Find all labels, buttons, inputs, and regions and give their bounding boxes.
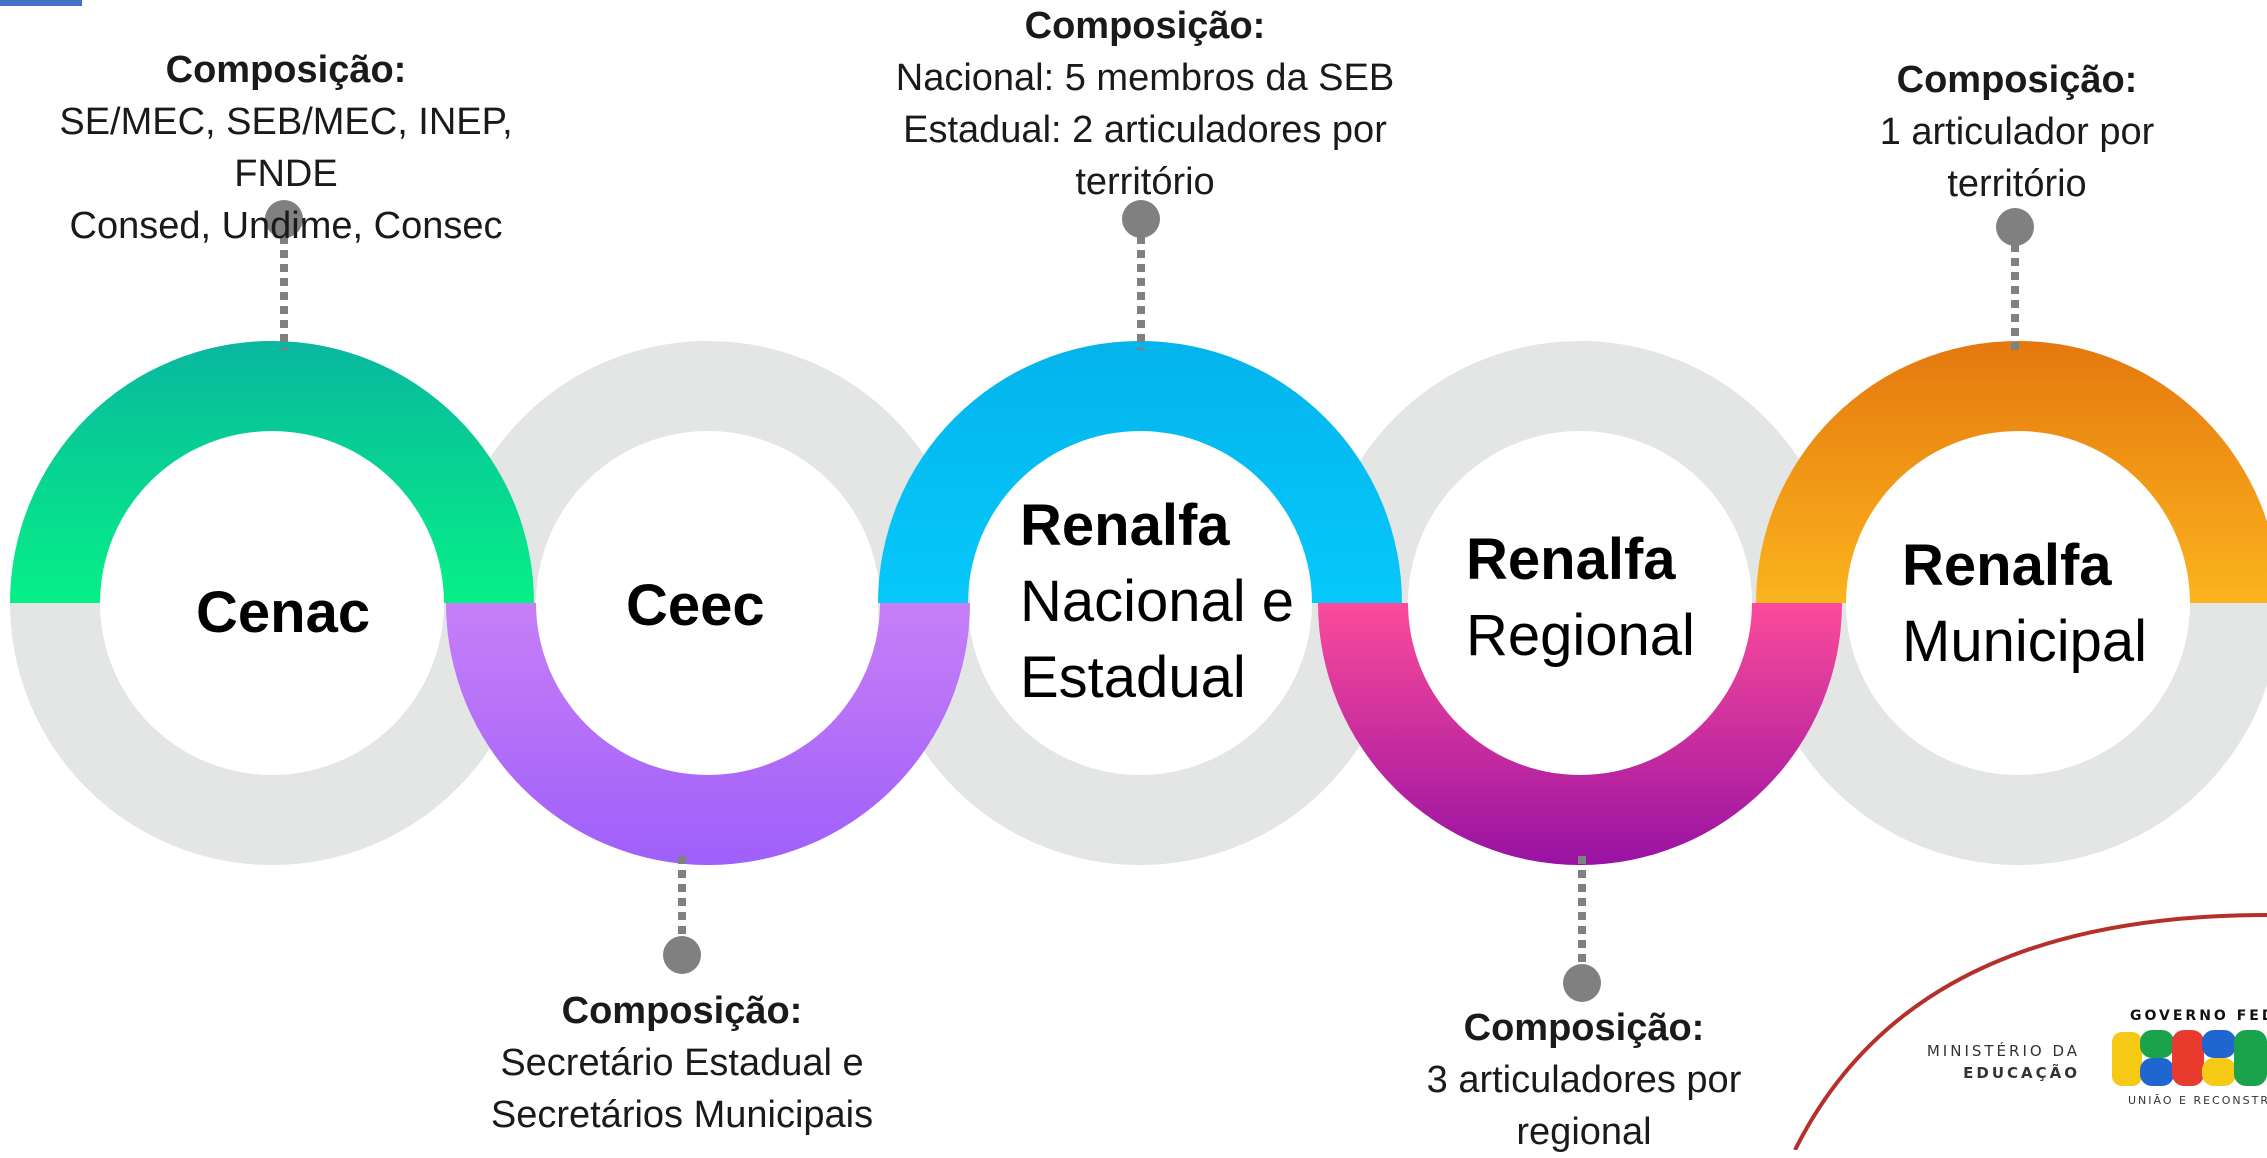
arc-ceec <box>446 603 970 865</box>
composition-cenac: Composição: SE/MEC, SEB/MEC, INEP, FNDE … <box>28 44 544 252</box>
composition-heading: Composição: <box>1463 1007 1705 1049</box>
arc-renalfa-nacional <box>878 341 1402 603</box>
ministerio-line1: MINISTÉRIO DA <box>1926 1042 2080 1060</box>
governo-federal-text: GOVERNO FEDERAL <box>2130 1008 2267 1024</box>
node-subtitle: Municipal <box>1902 609 2147 674</box>
node-label-renalfa-nacional: Renalfa Nacional e Estadual <box>1020 488 1294 716</box>
composition-heading: Composição: <box>165 49 407 91</box>
node-subtitle: Estadual <box>1020 645 1246 710</box>
node-title: Renalfa <box>1020 493 1230 558</box>
node-label-renalfa-municipal: Renalfa Municipal <box>1902 528 2147 680</box>
arc-cenac <box>10 341 534 603</box>
node-label-renalfa-regional: Renalfa Regional <box>1466 522 1695 674</box>
brasil-logo-mark <box>2112 1030 2267 1086</box>
composition-line: Estadual: 2 articuladores por <box>903 109 1387 151</box>
node-title: Renalfa <box>1902 533 2112 598</box>
decor-red-curve <box>1793 913 2267 1150</box>
composition-line: regional <box>1516 1111 1652 1153</box>
composition-line: 3 articuladores por <box>1426 1059 1742 1101</box>
node-label-cenac: Cenac <box>196 575 370 651</box>
connector-dot-renalfa-nacional <box>1122 200 1160 238</box>
connector-dot-renalfa-regional <box>1563 964 1601 1002</box>
ministerio-line2: EDUCAÇÃO <box>1963 1064 2080 1082</box>
uniao-reconstrucao-text: UNIÃO E RECONSTRUÇÃO <box>2128 1094 2267 1107</box>
arc-renalfa-municipal <box>1756 341 2267 603</box>
top-link-mark <box>0 0 82 6</box>
composition-heading: Composição: <box>561 990 803 1032</box>
composition-line: SE/MEC, SEB/MEC, INEP, FNDE <box>59 101 513 195</box>
node-title: Cenac <box>196 580 371 645</box>
composition-line: território <box>1075 161 1215 203</box>
node-subtitle: Nacional e <box>1020 569 1295 634</box>
node-subtitle: Regional <box>1466 603 1695 668</box>
ministerio-educacao-logo: MINISTÉRIO DA EDUCAÇÃO <box>1900 1040 2080 1084</box>
composition-renalfa-regional: Composição: 3 articuladores por regional <box>1382 1002 1786 1158</box>
composition-line: Secretários Municipais <box>490 1094 874 1136</box>
composition-line: 1 articulador por <box>1879 111 2155 153</box>
composition-line: Secretário Estadual e <box>500 1042 864 1084</box>
composition-renalfa-nacional: Composição: Nacional: 5 membros da SEB E… <box>880 0 1410 208</box>
composition-ceec: Composição: Secretário Estadual e Secret… <box>440 985 924 1141</box>
connector-dot-renalfa-municipal <box>1996 208 2034 246</box>
composition-heading: Composição: <box>1024 5 1266 47</box>
composition-line: Consed, Undime, Consec <box>69 205 503 247</box>
composition-line: Nacional: 5 membros da SEB <box>895 57 1395 99</box>
composition-renalfa-municipal: Composição: 1 articulador por território <box>1832 54 2202 210</box>
connector-dot-ceec <box>663 936 701 974</box>
node-label-ceec: Ceec <box>626 568 765 644</box>
node-title: Renalfa <box>1466 527 1676 592</box>
node-title: Ceec <box>626 573 765 638</box>
connector-dot-cenac <box>265 200 303 238</box>
composition-line: território <box>1947 163 2087 205</box>
composition-heading: Composição: <box>1896 59 2138 101</box>
arc-renalfa-regional <box>1318 603 1842 865</box>
